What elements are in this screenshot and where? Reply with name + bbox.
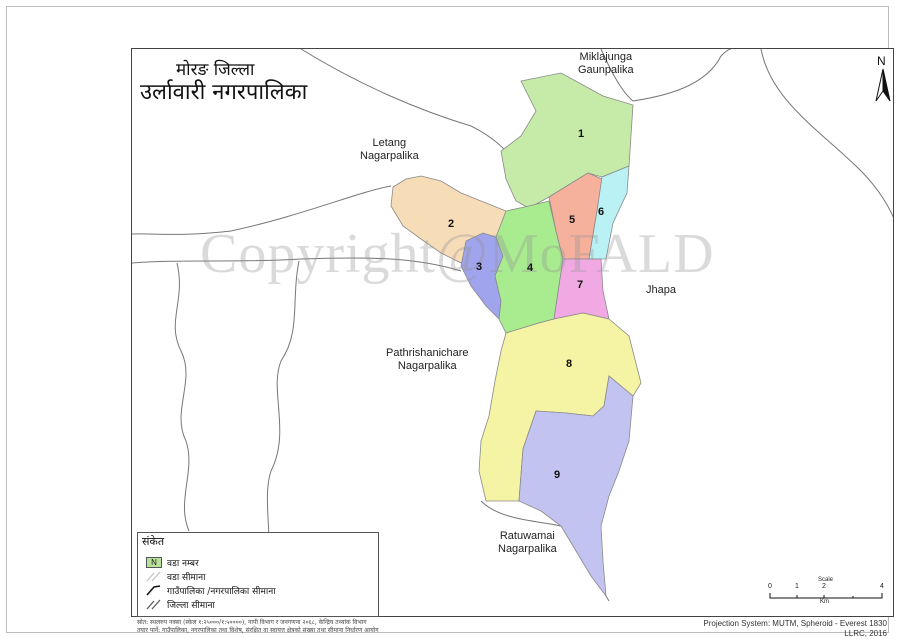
label-jhapa: Jhapa: [646, 284, 676, 296]
boundary-ratuwamai: [480, 500, 562, 527]
ward-9-area: [518, 375, 634, 598]
ward-number-symbol: N: [146, 556, 162, 568]
ward-6-label: 6: [598, 206, 605, 218]
label-ratuwamai: Ratuwamai Nagarpalika: [498, 530, 557, 555]
legend-label: वडा नम्बर: [167, 558, 199, 569]
copyright-watermark: Copyright@MoFALD: [200, 223, 715, 285]
scale-tick-1: 1: [795, 583, 799, 590]
municipality-boundary-line-icon: [146, 584, 161, 595]
north-arrow-icon: [875, 68, 891, 102]
boundary-jhapa-north: [632, 49, 732, 102]
boundary-letang-west: [132, 185, 392, 235]
scale-line-icon: [769, 593, 883, 599]
boundary-miklajunga: [600, 49, 634, 102]
source-note: स्रोत: स्थलरुप नक्सा (स्केल १:२५०००/१:५०…: [137, 619, 379, 635]
municipality-title: उर्लावारी नगरपालिका: [140, 80, 308, 105]
district-title: मोरङ जिल्ला: [176, 60, 255, 80]
ward-3-label: 3: [476, 261, 483, 273]
legend-label: वडा सीमाना: [167, 572, 206, 583]
scale-tick-0: 0: [768, 583, 772, 590]
source-line-1: स्रोत: स्थलरुप नक्सा (स्केल १:२५०००/१:५०…: [137, 619, 367, 626]
north-label: N: [877, 54, 886, 68]
ward-7-label: 7: [577, 279, 584, 291]
label-miklajunga: Miklajunga Gaunpalika: [578, 51, 634, 76]
legend-label: जिल्ला सीमाना: [167, 600, 215, 611]
ward-boundary-line-icon: [146, 571, 161, 581]
map-frame: [131, 48, 894, 617]
scale-bar: Scale 0 1 2 4 Km: [762, 577, 888, 607]
scale-tick-4: 4: [880, 583, 884, 590]
ward-2-label: 2: [448, 218, 455, 230]
scale-unit: Km: [820, 599, 829, 605]
legend-item-district-boundary: जिल्ला सीमाना: [146, 597, 215, 611]
boundary-letang-north: [300, 49, 507, 152]
legend-box: संकेत N वडा नम्बर वडा सीमाना गाउँपालिका …: [137, 532, 379, 617]
ward-4-label: 4: [527, 262, 534, 274]
legend-label: गाउँपालिका /नगरपालिका सीमाना: [167, 586, 276, 597]
projection-note: Projection System: MUTM, Spheroid - Ever…: [703, 619, 887, 639]
legend-item-municipality-boundary: गाउँपालिका /नगरपालिका सीमाना: [146, 583, 276, 597]
ward-polygons: [390, 72, 642, 598]
scale-title: Scale: [818, 577, 834, 583]
scale-tick-2: 2: [822, 583, 826, 590]
projection-line-2: LLRC, 2016: [844, 629, 887, 638]
map-canvas: [132, 49, 893, 616]
source-line-2: तयार पार्ने: गाउँपालिका, नगरपालिका तथा व…: [137, 627, 379, 634]
ward-5-label: 5: [569, 214, 576, 226]
boundary-jhapa-northeast: [760, 49, 893, 218]
projection-line-1: Projection System: MUTM, Spheroid - Ever…: [703, 619, 887, 628]
legend-title: संकेत: [142, 535, 165, 548]
ward-8-label: 8: [566, 358, 573, 370]
ward-9-label: 9: [554, 469, 561, 481]
label-letang: Letang Nagarpalika: [360, 137, 419, 162]
boundary-pathrishanichare-north: [132, 257, 462, 272]
legend-item-ward-boundary: वडा सीमाना: [146, 569, 205, 583]
ward-1-label: 1: [578, 128, 585, 140]
label-pathrishanichare: Pathrishanichare Nagarpalika: [386, 347, 469, 372]
boundary-district-west: [174, 262, 190, 532]
north-arrow: N: [874, 54, 892, 104]
legend-item-ward-number: N वडा नम्बर: [146, 555, 199, 569]
ward-6-area: [588, 165, 630, 260]
district-boundary-line-icon: [146, 599, 161, 609]
neighbour-boundaries: [132, 49, 893, 616]
